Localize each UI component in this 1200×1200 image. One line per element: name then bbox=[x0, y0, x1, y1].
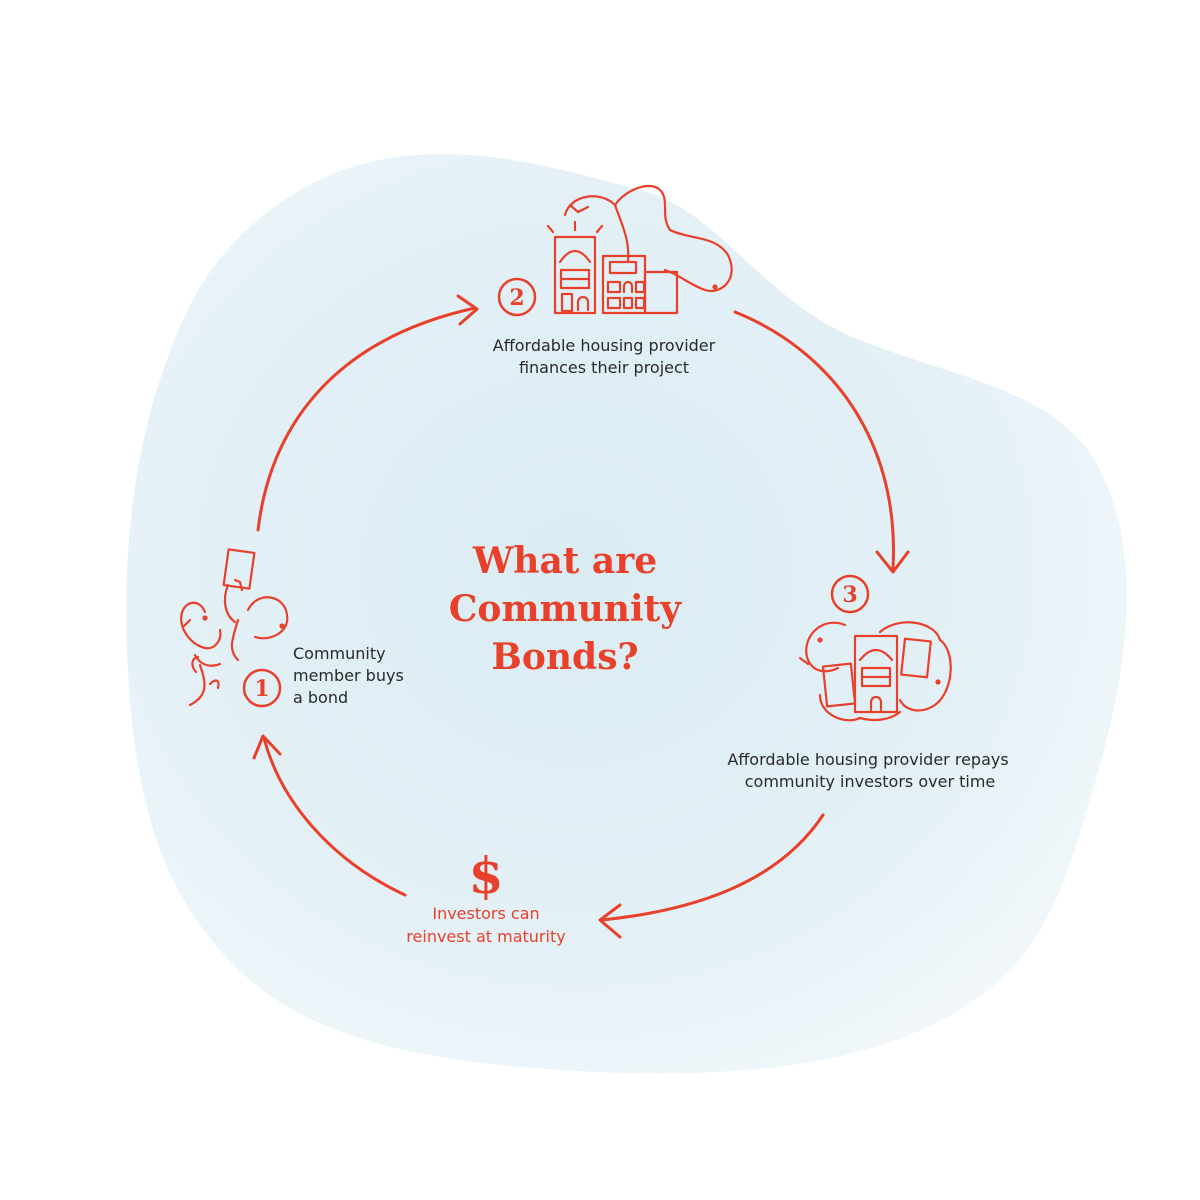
step-3-number-circle bbox=[830, 574, 870, 614]
step-3-caption-line-2: community investors over time bbox=[745, 772, 996, 791]
arrow-head-step3 bbox=[875, 550, 910, 574]
step-1-number-circle bbox=[242, 668, 282, 708]
step-2-caption-line-1: Affordable housing provider bbox=[493, 336, 716, 355]
step-3-number: 3 bbox=[842, 582, 857, 608]
step-1-caption-line-3: a bond bbox=[293, 688, 348, 707]
diagram-title-line-1: What are bbox=[472, 540, 657, 582]
background-blob bbox=[126, 153, 1127, 1074]
step-3-caption-line-1: Affordable housing provider repays bbox=[727, 750, 1008, 769]
repay-investors-icon bbox=[798, 621, 952, 722]
arrow-step1-to-step2 bbox=[256, 306, 477, 532]
arrow-step2-to-step3 bbox=[733, 310, 895, 570]
dollar-icon: $ bbox=[469, 846, 504, 905]
housing-buildings-icon bbox=[546, 184, 733, 315]
reinvest-caption-line-1: Investors can bbox=[432, 904, 539, 923]
step-2-number-circle bbox=[497, 277, 537, 317]
step-1-number: 1 bbox=[254, 676, 269, 702]
arrow-head-reinvest bbox=[598, 903, 622, 939]
step-2-caption-line-2: finances their project bbox=[519, 358, 689, 377]
step-2-number: 2 bbox=[509, 285, 524, 311]
step-1-caption-line-1: Community bbox=[293, 644, 386, 663]
diagram-title-line-2: Community bbox=[449, 588, 683, 630]
reinvest-caption-line-2: reinvest at maturity bbox=[406, 927, 565, 946]
step-1-caption-line-2: member buys bbox=[293, 666, 404, 685]
diagram-title-line-3: Bonds? bbox=[491, 636, 638, 678]
arrow-head-step1 bbox=[252, 734, 282, 760]
arrow-reinvest-to-step1 bbox=[262, 736, 407, 897]
arrow-head-step2 bbox=[456, 294, 479, 326]
person-holding-bond-icon bbox=[180, 548, 289, 707]
arrow-step3-to-reinvest bbox=[600, 813, 825, 922]
